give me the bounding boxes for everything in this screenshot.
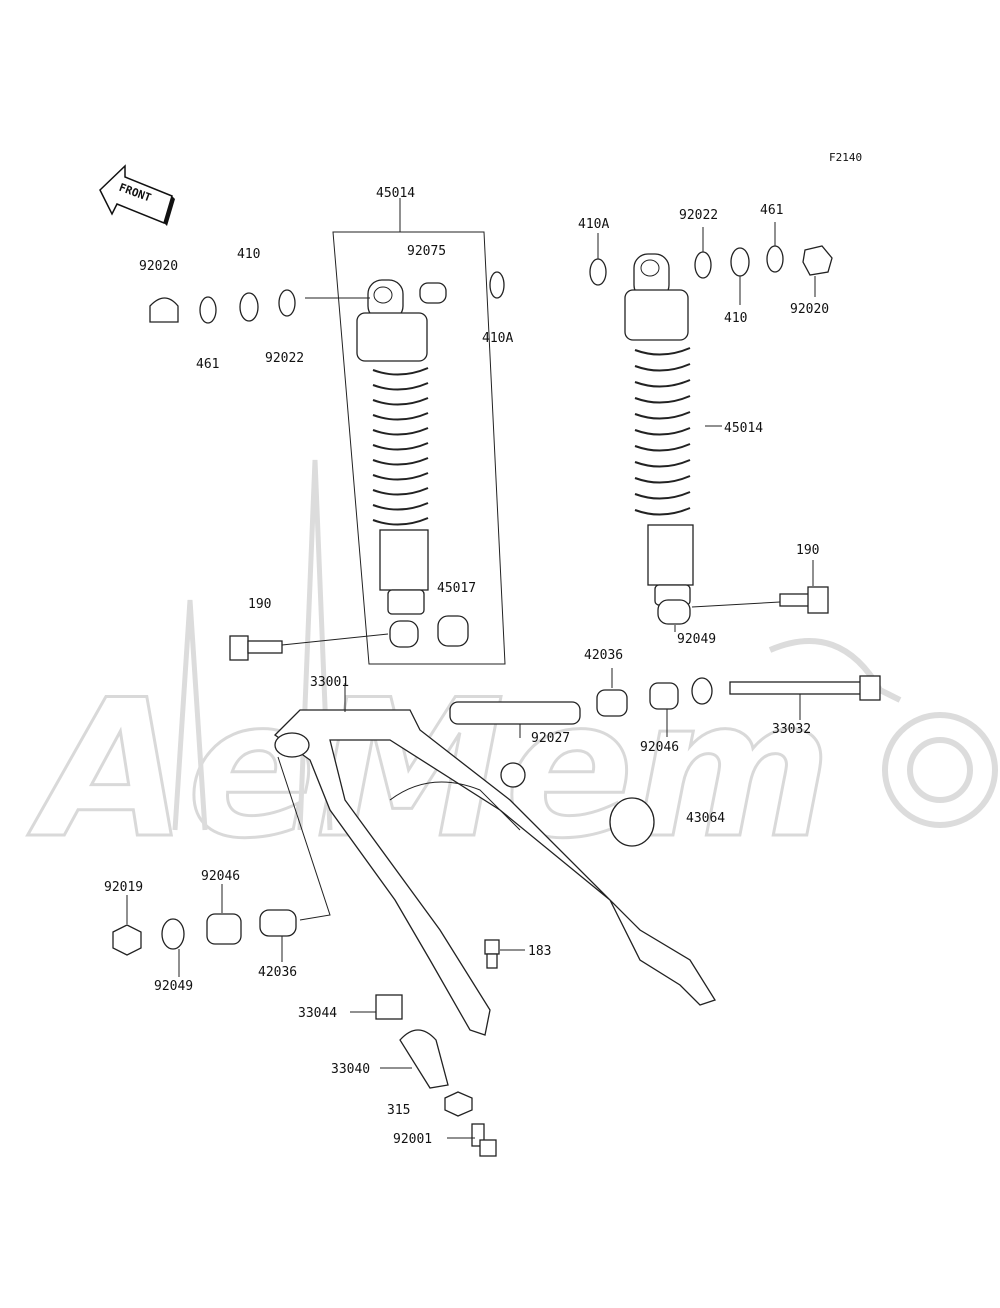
label-92027: 92027 [531, 731, 570, 746]
nut-icon [802, 245, 833, 276]
label-92049-right: 92049 [677, 632, 716, 647]
label-92020-right: 92020 [790, 302, 829, 317]
label-33032: 33032 [772, 722, 811, 737]
bushing-icon [657, 599, 691, 625]
washer-icon [694, 251, 712, 279]
label-43064: 43064 [686, 811, 725, 826]
label-315: 315 [387, 1103, 410, 1118]
washer-icon [691, 677, 713, 705]
bushing-icon [259, 909, 297, 937]
label-461-left: 461 [196, 357, 219, 372]
figure-code: F2140 [829, 151, 862, 164]
label-33040: 33040 [331, 1062, 370, 1077]
label-92001: 92001 [393, 1132, 432, 1147]
label-92049-left: 92049 [154, 979, 193, 994]
axle-icon [729, 675, 881, 701]
bushing-icon [596, 689, 628, 717]
label-92046-top: 92046 [640, 740, 679, 755]
bushing-icon [389, 620, 419, 648]
label-92020-left: 92020 [139, 259, 178, 274]
label-92022-left: 92022 [265, 351, 304, 366]
label-92022-right: 92022 [679, 208, 718, 223]
bushing-icon [206, 913, 242, 945]
bolt-icon [484, 939, 500, 969]
bushing-icon [419, 282, 447, 304]
swingarm-icon [273, 709, 716, 1036]
label-45017: 45017 [437, 581, 476, 596]
washer-icon [730, 247, 750, 277]
label-92019: 92019 [104, 880, 143, 895]
shock-absorber-icon [356, 279, 429, 615]
washer-icon [766, 245, 784, 273]
nut-icon [149, 297, 179, 323]
bushing-icon [437, 615, 469, 647]
washer-icon [489, 271, 505, 299]
label-42036-top: 42036 [584, 648, 623, 663]
washer-icon [239, 292, 259, 322]
label-92075: 92075 [407, 244, 446, 259]
washer-icon [199, 296, 217, 324]
washer-icon [161, 918, 185, 950]
nut-icon [444, 1091, 473, 1117]
label-33001: 33001 [310, 675, 349, 690]
label-190-right: 190 [796, 543, 819, 558]
bolt-icon [229, 635, 283, 661]
adjuster-block-icon [375, 994, 403, 1020]
nut-icon [112, 924, 142, 956]
label-42036-left: 42036 [258, 965, 297, 980]
bolt-icon [471, 1123, 497, 1157]
label-410A-left: 410A [482, 331, 513, 346]
pivot-sleeve-icon [449, 701, 581, 725]
label-461-right: 461 [760, 203, 783, 218]
label-190-left: 190 [248, 597, 271, 612]
watermark-tower-icon [172, 459, 333, 831]
washer-icon [589, 258, 607, 286]
label-92046-left: 92046 [201, 869, 240, 884]
label-183: 183 [528, 944, 551, 959]
label-45014-top: 45014 [376, 186, 415, 201]
label-410A-right: 410A [578, 217, 609, 232]
label-33044: 33044 [298, 1006, 337, 1021]
shock-absorber-icon [624, 253, 694, 606]
bushing-icon [649, 682, 679, 710]
bolt-icon [779, 586, 829, 614]
washer-icon [278, 289, 296, 317]
label-410-left: 410 [237, 247, 260, 262]
bushing-icon [609, 797, 655, 847]
front-arrow-icon: FRONT [99, 164, 175, 226]
label-410-right: 410 [724, 311, 747, 326]
chain-adjuster-icon [399, 1029, 449, 1089]
label-45014-right: 45014 [724, 421, 763, 436]
